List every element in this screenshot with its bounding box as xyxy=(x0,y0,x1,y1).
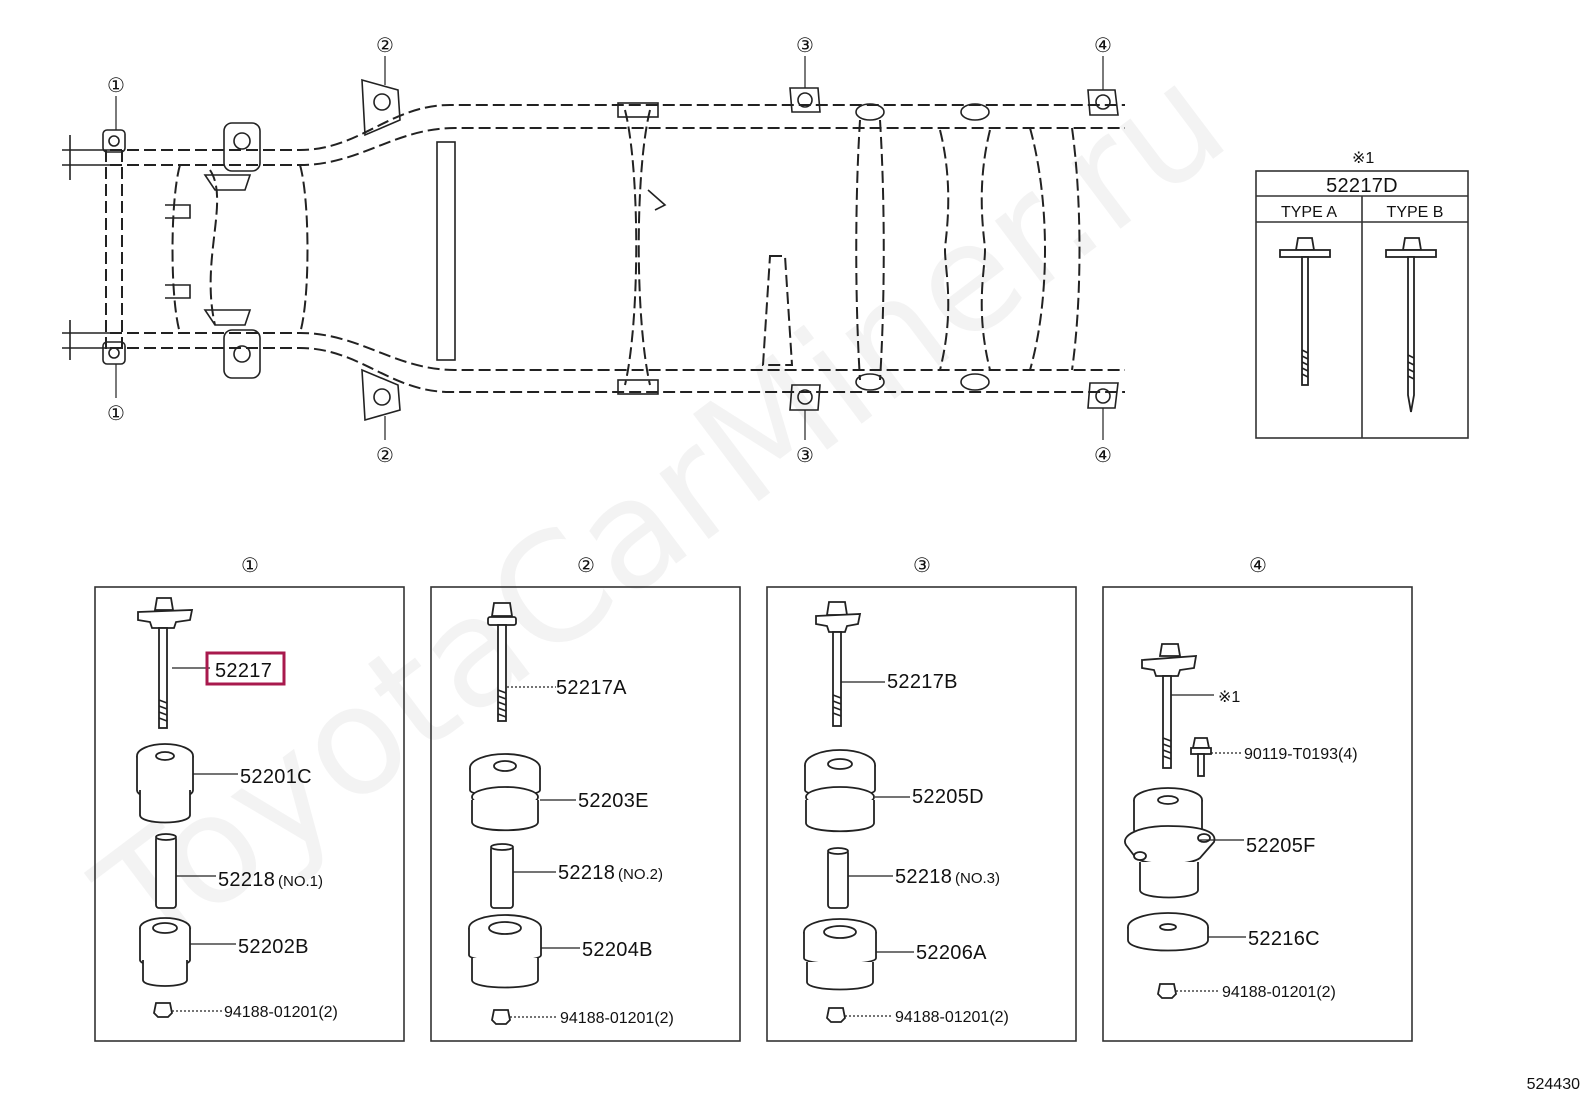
part-label-52218-no1[interactable]: 52218 xyxy=(218,869,275,891)
panel-3-callout: ③ xyxy=(913,555,931,577)
panel-2-parts xyxy=(468,602,580,1025)
watermark: ToyotaCarMiner.ru xyxy=(66,32,1256,989)
frame-callout-4-bottom: ④ xyxy=(1094,445,1112,467)
panel-2-callout: ② xyxy=(577,555,595,577)
part-label-52217b[interactable]: 52217B xyxy=(887,671,958,693)
diagram-reference-number: 524430 xyxy=(1527,1076,1580,1093)
part-label-52205f[interactable]: 52205F xyxy=(1246,835,1316,857)
type-table-note-mark: ※1 xyxy=(1352,150,1374,167)
part-label-94188-panel3[interactable]: 94188-01201(2) xyxy=(895,1009,1009,1026)
type-table-part-number[interactable]: 52217D xyxy=(1326,175,1398,197)
part-label-52201c[interactable]: 52201C xyxy=(240,766,312,788)
frame-callout-4-top: ④ xyxy=(1094,35,1112,57)
panel-1-parts xyxy=(136,597,238,1018)
panel-1-box xyxy=(94,586,405,1042)
part-label-94188-panel1[interactable]: 94188-01201(2) xyxy=(224,1004,338,1021)
panel-4-parts xyxy=(1124,643,1246,999)
panel-4-box xyxy=(1102,586,1413,1042)
part-label-note-1[interactable]: ※1 xyxy=(1218,689,1240,706)
part-note-no2: (NO.2) xyxy=(618,866,663,883)
type-a-header: TYPE A xyxy=(1281,204,1337,221)
part-label-52206a[interactable]: 52206A xyxy=(916,942,987,964)
part-label-52217[interactable]: 52217 xyxy=(215,660,272,682)
part-label-94188-panel2[interactable]: 94188-01201(2) xyxy=(560,1010,674,1027)
panel-3-parts xyxy=(803,601,914,1023)
frame-callout-3-top: ③ xyxy=(796,35,814,57)
part-label-94188-panel4[interactable]: 94188-01201(2) xyxy=(1222,984,1336,1001)
panel-1-callout: ① xyxy=(241,555,259,577)
panel-2-box xyxy=(430,586,741,1042)
part-label-52202b[interactable]: 52202B xyxy=(238,936,309,958)
frame-callout-1-top: ① xyxy=(107,75,125,97)
part-label-52218-no3[interactable]: 52218 xyxy=(895,866,952,888)
part-note-no3: (NO.3) xyxy=(955,870,1000,887)
part-note-no1: (NO.1) xyxy=(278,873,323,890)
bolt-type-table: ※1 52217D TYPE A TYPE B xyxy=(1255,150,1469,439)
part-label-90119-t0193[interactable]: 90119-T0193(4) xyxy=(1244,746,1358,763)
part-label-52216c[interactable]: 52216C xyxy=(1248,928,1320,950)
frame-callout-1-bottom: ① xyxy=(107,403,125,425)
highlight-box-52217 xyxy=(205,651,286,686)
part-label-52217a[interactable]: 52217A xyxy=(556,677,627,699)
type-b-header: TYPE B xyxy=(1387,204,1444,221)
frame-callout-3-bottom: ③ xyxy=(796,445,814,467)
vehicle-frame xyxy=(62,56,1125,440)
panel-4-callout: ④ xyxy=(1249,555,1267,577)
panel-3-box xyxy=(766,586,1077,1042)
part-label-52218-no2[interactable]: 52218 xyxy=(558,862,615,884)
frame-callout-2-top: ② xyxy=(376,35,394,57)
frame-callout-2-bottom: ② xyxy=(376,445,394,467)
part-label-52205d[interactable]: 52205D xyxy=(912,786,984,808)
part-label-52204b[interactable]: 52204B xyxy=(582,939,653,961)
part-label-52203e[interactable]: 52203E xyxy=(578,790,649,812)
